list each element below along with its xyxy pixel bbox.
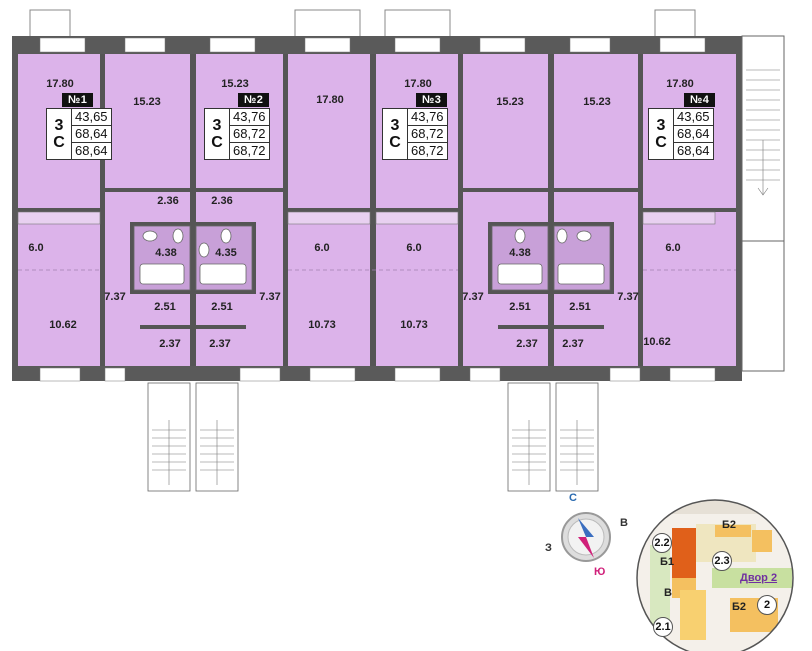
apartment-number: №4 xyxy=(684,93,716,107)
room-area: 15.23 xyxy=(496,96,524,108)
balcony xyxy=(384,9,451,39)
landing xyxy=(741,240,785,372)
apartment-area-card: 3 С 43,76 68,72 68,72 xyxy=(382,108,448,160)
balcony xyxy=(29,9,71,39)
entrance-stairs xyxy=(147,382,599,492)
building-marker[interactable]: 2 xyxy=(757,595,777,615)
room-area: 2.37 xyxy=(562,338,583,350)
rooms-count: 3 xyxy=(656,117,666,134)
building-marker[interactable]: 2.1 xyxy=(653,617,673,637)
section-label: В xyxy=(664,587,672,599)
compass xyxy=(561,512,611,562)
apartment-type: С xyxy=(389,134,401,151)
apartment-area-card: 3 С 43,65 68,64 68,64 xyxy=(648,108,714,160)
compass-south: Ю xyxy=(594,566,606,578)
room-area: 2.36 xyxy=(157,195,178,207)
room-area: 2.51 xyxy=(154,301,175,313)
room-area: 10.73 xyxy=(400,319,428,331)
room-area: 17.80 xyxy=(666,78,694,90)
apartment-number: №2 xyxy=(238,93,270,107)
compass-east: В xyxy=(620,517,628,529)
area-total-balcony: 68,72 xyxy=(411,143,444,158)
room-area: 17.80 xyxy=(316,94,344,106)
area-total: 68,64 xyxy=(72,126,111,143)
room-area: 4.38 xyxy=(509,247,530,259)
apartment-type: С xyxy=(211,134,223,151)
room-area: 2.37 xyxy=(159,338,180,350)
room-area: 10.73 xyxy=(308,319,336,331)
windows-top xyxy=(39,37,706,53)
room-area: 2.36 xyxy=(211,195,232,207)
room-area: 7.37 xyxy=(617,291,638,303)
area-total-balcony: 68,64 xyxy=(677,143,710,158)
area-total-balcony: 68,72 xyxy=(233,143,266,158)
windows-bottom xyxy=(39,367,716,382)
room-area: 4.38 xyxy=(155,247,176,259)
area-total: 68,64 xyxy=(674,126,713,143)
rooms-count: 3 xyxy=(54,117,64,134)
room-area: 6.0 xyxy=(665,242,680,254)
apartment-number: №3 xyxy=(416,93,448,107)
balcony xyxy=(294,9,361,39)
rooms-count: 3 xyxy=(390,117,400,134)
room-area: 17.80 xyxy=(46,78,74,90)
entrance-steps xyxy=(152,420,594,485)
room-area: 10.62 xyxy=(49,319,77,331)
balcony xyxy=(654,9,696,39)
room-area: 7.37 xyxy=(104,291,125,303)
room-area: 7.37 xyxy=(462,291,483,303)
compass-west: З xyxy=(545,542,552,554)
area-total: 68,72 xyxy=(230,126,269,143)
room-area: 17.80 xyxy=(404,78,432,90)
rooms-count: 3 xyxy=(212,117,222,134)
kitchen-counters xyxy=(17,211,716,225)
apartment-type: С xyxy=(655,134,667,151)
stairwell xyxy=(741,35,785,242)
stair-steps xyxy=(746,69,780,196)
bathtubs xyxy=(139,228,605,285)
room-area: 2.37 xyxy=(209,338,230,350)
area-living: 43,76 xyxy=(230,109,269,126)
room-area: 6.0 xyxy=(314,242,329,254)
room-area: 2.37 xyxy=(516,338,537,350)
apartment-number: №1 xyxy=(62,93,94,107)
room-area: 10.62 xyxy=(643,336,671,348)
apartment-type: С xyxy=(53,134,65,151)
area-living: 43,76 xyxy=(408,109,447,126)
building-marker[interactable]: 2.2 xyxy=(652,533,672,553)
area-total: 68,72 xyxy=(408,126,447,143)
room-area: 2.51 xyxy=(569,301,590,313)
interior-walls xyxy=(18,54,736,366)
area-living: 43,65 xyxy=(72,109,111,126)
section-label: Б1 xyxy=(660,556,675,568)
building-marker[interactable]: 2.3 xyxy=(712,551,732,571)
room-area: 15.23 xyxy=(133,96,161,108)
section-label: Б2 xyxy=(732,601,747,613)
site-minimap xyxy=(637,500,793,651)
room-area: 4.35 xyxy=(215,247,236,259)
yard-label[interactable]: Двор 2 xyxy=(740,572,778,584)
apartment-area-card: 3 С 43,65 68,64 68,64 xyxy=(46,108,112,160)
room-area: 7.37 xyxy=(259,291,280,303)
compass-north: С xyxy=(569,492,577,504)
room-area: 15.23 xyxy=(221,78,249,90)
apartment-area-card: 3 С 43,76 68,72 68,72 xyxy=(204,108,270,160)
room-area: 6.0 xyxy=(28,242,43,254)
room-area: 2.51 xyxy=(211,301,232,313)
area-living: 43,65 xyxy=(674,109,713,126)
room-area: 15.23 xyxy=(583,96,611,108)
room-area: 2.51 xyxy=(509,301,530,313)
room-area: 6.0 xyxy=(406,242,421,254)
area-total-balcony: 68,64 xyxy=(75,143,108,158)
section-label: Б2 xyxy=(722,519,737,531)
